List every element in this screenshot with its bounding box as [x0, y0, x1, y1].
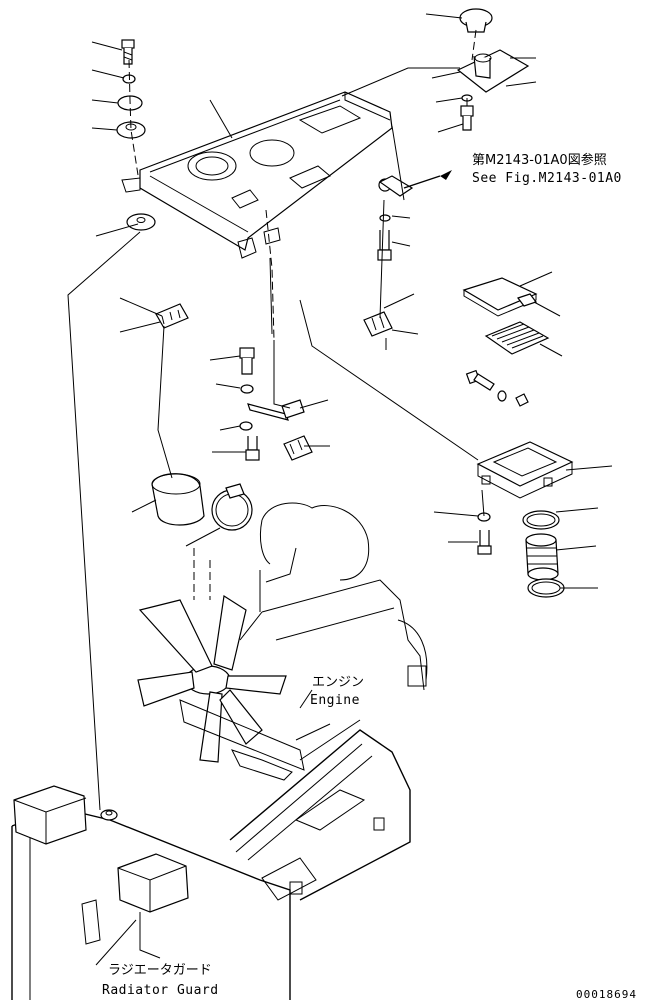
drawing-number: 00018694 — [576, 988, 637, 1001]
fan-frame — [179, 699, 361, 781]
hose-elbow[interactable] — [151, 473, 205, 526]
ref-note-english: See Fig.M2143-01A0 — [472, 171, 622, 186]
clip-left[interactable] — [155, 303, 189, 329]
bolt-7[interactable] — [245, 436, 260, 461]
guard-box-center[interactable] — [117, 853, 189, 913]
clip[interactable] — [517, 293, 537, 307]
assembly-lines — [67, 67, 485, 811]
guard-box-left[interactable] — [13, 785, 87, 845]
radiator-guard[interactable] — [11, 729, 411, 1000]
bolt-1[interactable] — [121, 39, 135, 65]
hose-clamp-3[interactable] — [211, 483, 253, 531]
engine-label-english: Engine — [310, 693, 360, 708]
hose-clamp-1[interactable] — [522, 510, 560, 530]
bolt-4[interactable] — [465, 369, 495, 391]
engine-label-japanese: エンジン — [312, 675, 364, 690]
stay-bracket[interactable] — [247, 399, 305, 421]
nut[interactable] — [515, 393, 529, 407]
hose-clamp-2[interactable] — [527, 578, 565, 598]
bracket-right[interactable] — [363, 311, 393, 337]
bolt-3[interactable] — [377, 230, 392, 261]
washer-5[interactable] — [497, 390, 507, 402]
bolt-2[interactable] — [460, 105, 474, 131]
fan[interactable] — [137, 594, 287, 763]
cap[interactable] — [459, 8, 493, 33]
frame-plate[interactable] — [121, 91, 393, 259]
cushion-2[interactable] — [126, 213, 156, 231]
radiator-guard-label-english: Radiator Guard — [102, 983, 219, 998]
guard-bracket — [81, 899, 161, 959]
clamp-middle[interactable] — [283, 435, 313, 461]
mount-rubber[interactable] — [100, 809, 118, 821]
radiator-guard-label-japanese: ラジエータガード — [108, 963, 212, 978]
cover-plate[interactable] — [462, 277, 538, 317]
washer-7[interactable] — [240, 384, 254, 394]
washer-4[interactable] — [379, 214, 391, 222]
ref-note-japanese: 第M2143-01A0図参照 — [472, 152, 607, 168]
bracket-plate-top[interactable] — [456, 49, 530, 93]
clamp-bracket[interactable] — [378, 170, 452, 197]
grille[interactable] — [484, 321, 550, 355]
engine-block — [239, 570, 428, 691]
leader-lines — [91, 13, 613, 966]
engine-intake — [259, 502, 370, 583]
mount-box[interactable] — [476, 441, 574, 499]
washer-8[interactable] — [239, 421, 253, 431]
bellows[interactable] — [525, 533, 559, 581]
bolt-6[interactable] — [239, 347, 255, 375]
bolt-5[interactable] — [477, 530, 492, 555]
